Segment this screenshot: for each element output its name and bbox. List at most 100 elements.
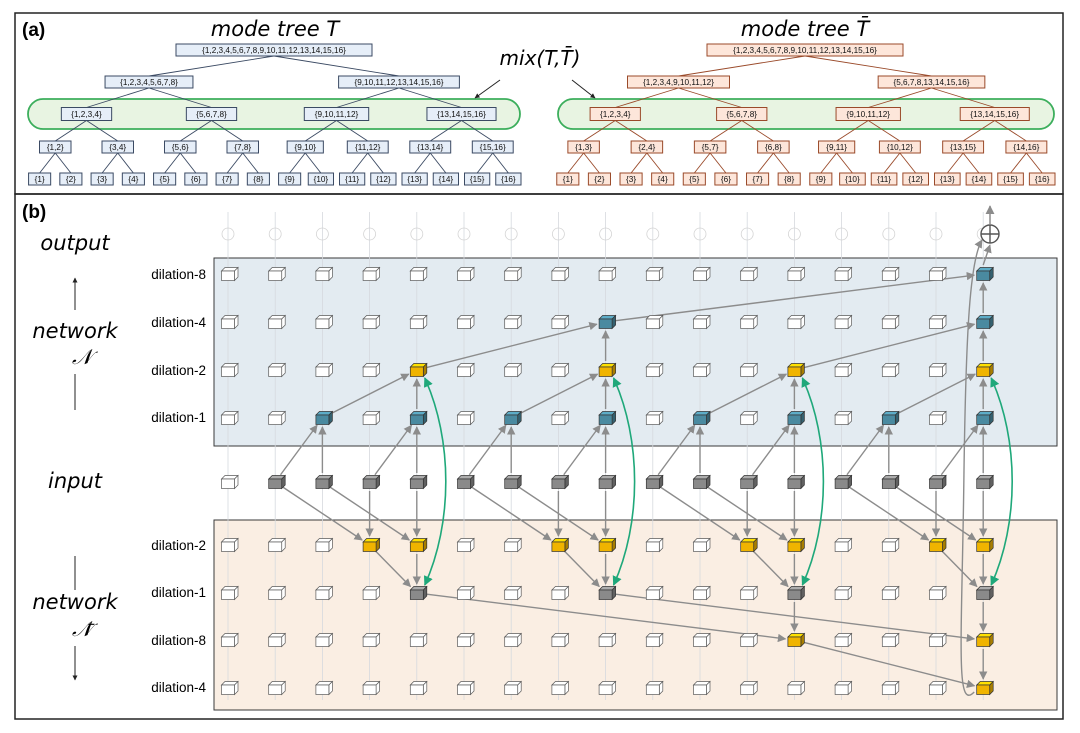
tree-Tbar-node: {5,6,7,8} — [716, 107, 768, 121]
tree-Tbar-edge — [962, 120, 995, 142]
cube — [315, 314, 334, 330]
tree-T-node: {1,2} — [39, 140, 72, 154]
svg-text:{15,16}: {15,16} — [480, 143, 506, 152]
cube — [645, 680, 664, 696]
tree-T-node: {14} — [432, 172, 459, 186]
svg-text:{1,2,3,4,5,6,7,8,9,10,11,12,13: {1,2,3,4,5,6,7,8,9,10,11,12,13,14,15,16} — [202, 46, 346, 55]
svg-text:{8}: {8} — [253, 175, 263, 184]
tree-T-edge — [86, 87, 150, 108]
tree-T-node: {1} — [28, 172, 52, 186]
tree-T-node: {13,14,15,16} — [426, 107, 497, 121]
cube — [881, 266, 900, 282]
active-cube — [315, 474, 334, 490]
svg-text:{4}: {4} — [128, 175, 138, 184]
active-cube — [975, 585, 995, 601]
tree-T-node: {9} — [278, 172, 302, 186]
active-cube — [409, 362, 428, 378]
svg-text:{1,2}: {1,2} — [47, 143, 64, 152]
svg-text:{1,2,3,4}: {1,2,3,4} — [600, 110, 631, 119]
cube — [409, 680, 428, 696]
active-cube — [975, 410, 995, 426]
active-cube — [928, 537, 947, 553]
tree-Tbar-edge — [630, 152, 648, 174]
tree-Tbar-node: {5,6,7,8,13,14,15,16} — [877, 75, 986, 89]
svg-text:{2}: {2} — [66, 175, 76, 184]
svg-text:{6,8}: {6,8} — [765, 143, 782, 152]
tree-T-node: {8} — [246, 172, 270, 186]
svg-text:{13}: {13} — [407, 175, 422, 184]
svg-text:{5,6}: {5,6} — [172, 143, 189, 152]
svg-text:{13,14,15,16}: {13,14,15,16} — [437, 110, 486, 119]
tree-Tbar-edge — [709, 152, 727, 174]
tree-Tbar-node: {6} — [714, 172, 738, 186]
bottom-row-label-2: dilation-1 — [151, 585, 206, 600]
active-cube — [739, 537, 759, 553]
top-row-label-2: dilation-4 — [151, 315, 206, 330]
svg-text:{5,6,7,8}: {5,6,7,8} — [196, 110, 227, 119]
cube — [787, 266, 806, 282]
tree-T-edge — [117, 152, 134, 174]
tree-T-node: {3,4} — [101, 140, 134, 154]
tree-T-title: mode tree T — [211, 17, 342, 41]
svg-text:{13,14}: {13,14} — [417, 143, 443, 152]
cube — [409, 266, 428, 282]
cube — [645, 585, 664, 601]
panel-b-frame — [14, 193, 1064, 720]
tree-Tbar-node: {6,8} — [757, 140, 790, 154]
cube — [267, 266, 287, 282]
active-cube — [739, 474, 759, 490]
cube — [503, 537, 523, 553]
tree-T-node: {5} — [153, 172, 177, 186]
cube — [315, 537, 334, 553]
tree-Tbar-edge — [836, 120, 869, 142]
svg-text:{1,2,3,4}: {1,2,3,4} — [71, 110, 102, 119]
svg-text:{12}: {12} — [376, 175, 391, 184]
cube — [834, 680, 853, 696]
svg-text:{4}: {4} — [658, 175, 668, 184]
mix-highlight-left — [27, 98, 521, 130]
cube — [315, 266, 334, 282]
cube — [551, 266, 570, 282]
active-cube — [551, 474, 570, 490]
tree-T-node: {11} — [339, 172, 366, 186]
tree-Tbar-node: {7} — [746, 172, 770, 186]
tree-Tbar-node: {5,7} — [693, 140, 727, 154]
tree-Tbar-edge — [820, 152, 837, 174]
cube — [220, 314, 239, 330]
active-cube — [362, 474, 381, 490]
cube — [739, 362, 759, 378]
tree-T-node: {15,16} — [471, 140, 514, 154]
svg-text:{9,10,11,12}: {9,10,11,12} — [315, 110, 359, 119]
tree-Tbar-edge — [804, 55, 932, 77]
cube — [598, 266, 617, 282]
tree-T-node: {10} — [307, 172, 334, 186]
panel-b-label: (b) — [22, 202, 46, 223]
tree-Tbar-node: {5} — [682, 172, 706, 186]
cube — [362, 362, 381, 378]
svg-text:{1}: {1} — [35, 175, 45, 184]
tree-T-edge — [398, 87, 462, 108]
active-cube — [787, 585, 806, 601]
active-cube — [598, 537, 617, 553]
cube — [267, 362, 287, 378]
cube — [220, 362, 239, 378]
tree-T-node: {13,14} — [409, 140, 452, 154]
active-cube — [598, 410, 617, 426]
svg-text:{5,6,7,8,13,14,15,16}: {5,6,7,8,13,14,15,16} — [893, 78, 969, 87]
tree-T-node: {1,2,3,4,5,6,7,8,9,10,11,12,13,14,15,16} — [175, 43, 373, 57]
cube — [267, 632, 287, 648]
cube — [645, 537, 664, 553]
tree-T-node: {2} — [59, 172, 83, 186]
active-cube — [409, 585, 428, 601]
cube — [834, 585, 853, 601]
cube — [692, 314, 711, 330]
tree-Tbar-node: {13} — [934, 172, 961, 186]
svg-text:{3,4}: {3,4} — [109, 143, 126, 152]
svg-text:{9,10}: {9,10} — [295, 143, 317, 152]
tree-T-node: {7} — [215, 172, 239, 186]
tree-Tbar-node: {9,10,11,12} — [835, 107, 901, 121]
active-cube — [267, 474, 287, 490]
svg-text:{15}: {15} — [470, 175, 485, 184]
cube — [362, 266, 381, 282]
